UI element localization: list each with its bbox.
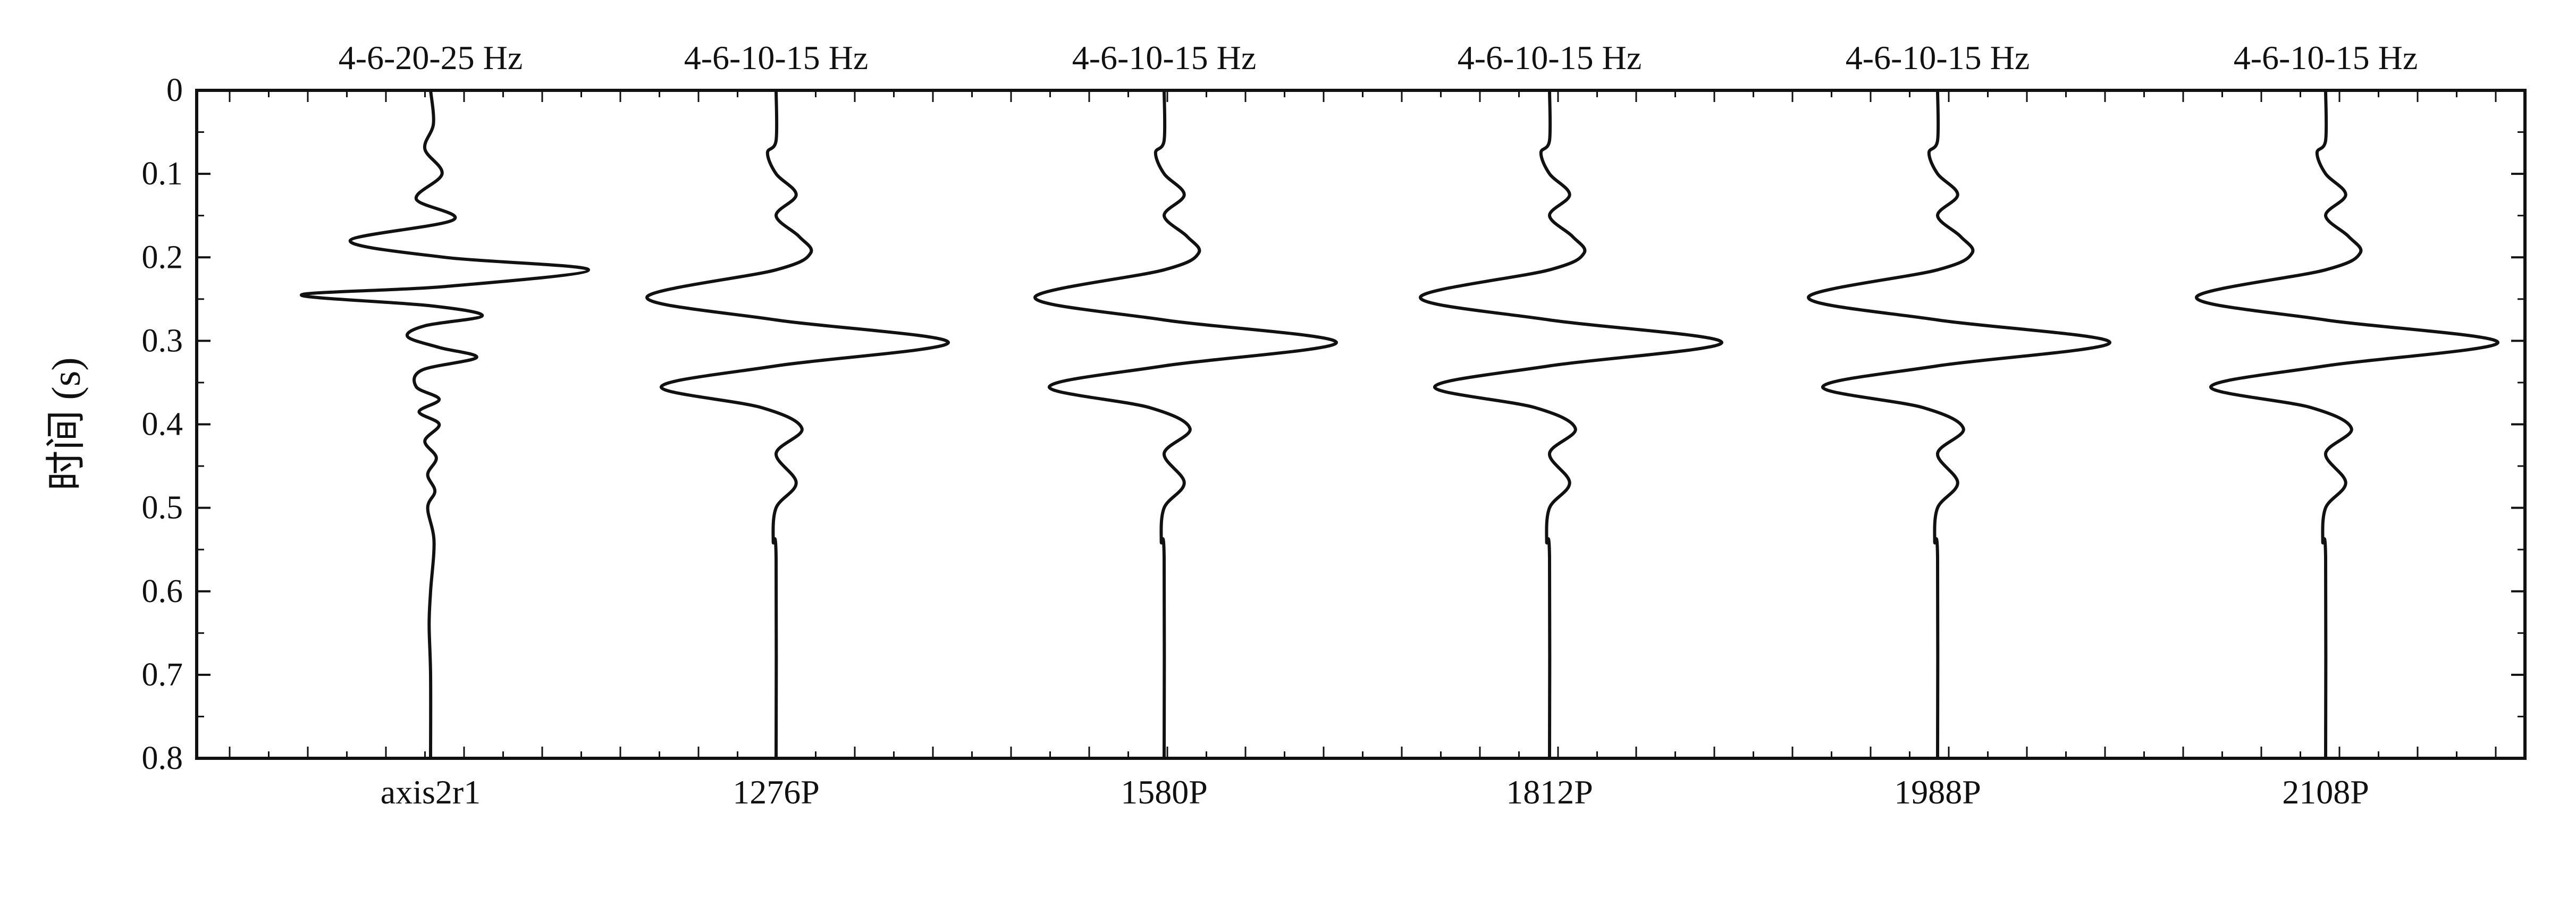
plot-frame — [195, 89, 2527, 760]
trace-line-4 — [1807, 90, 2111, 759]
y-tick-label: 0.3 — [142, 323, 183, 359]
trace-title: 4-6-10-15 Hz — [1072, 39, 1257, 77]
trace-line-3 — [1419, 90, 1723, 759]
y-tick-label: 0 — [166, 72, 183, 108]
trace-line-0 — [299, 90, 590, 759]
trace-label: 1812P — [1506, 773, 1593, 811]
y-tick-label: 0.8 — [142, 740, 183, 776]
y-axis-title: 时间 (s) — [44, 357, 89, 490]
trace-lines — [299, 90, 2499, 759]
trace-label: axis2r1 — [381, 773, 481, 811]
tick-marks — [197, 89, 2525, 759]
y-tick-label: 0.6 — [142, 573, 183, 610]
trace-label: 1580P — [1121, 773, 1208, 811]
trace-line-5 — [2195, 90, 2499, 759]
y-tick-label: 0.2 — [142, 239, 183, 275]
trace-title: 4-6-20-25 Hz — [339, 39, 523, 77]
trace-line-1 — [645, 90, 950, 759]
y-tick-label: 0.7 — [142, 657, 183, 693]
text-labels: 0 0.1 0.2 0.3 0.4 0.5 0.6 0.7 0.8 4-6-20-25 Hz axi… — [142, 39, 2418, 811]
trace-title: 4-6-10-15 Hz — [1458, 39, 1642, 77]
trace-label: 1276P — [733, 773, 820, 811]
trace-line-2 — [1033, 90, 1338, 759]
trace-label: 2108P — [2282, 773, 2369, 811]
trace-label: 1988P — [1894, 773, 1981, 811]
y-tick-label: 0.5 — [142, 490, 183, 526]
y-tick-label: 0.1 — [142, 156, 183, 192]
trace-title: 4-6-10-15 Hz — [684, 39, 869, 77]
trace-title: 4-6-10-15 Hz — [2234, 39, 2418, 77]
trace-title: 4-6-10-15 Hz — [1846, 39, 2030, 77]
y-tick-label: 0.4 — [142, 407, 183, 443]
